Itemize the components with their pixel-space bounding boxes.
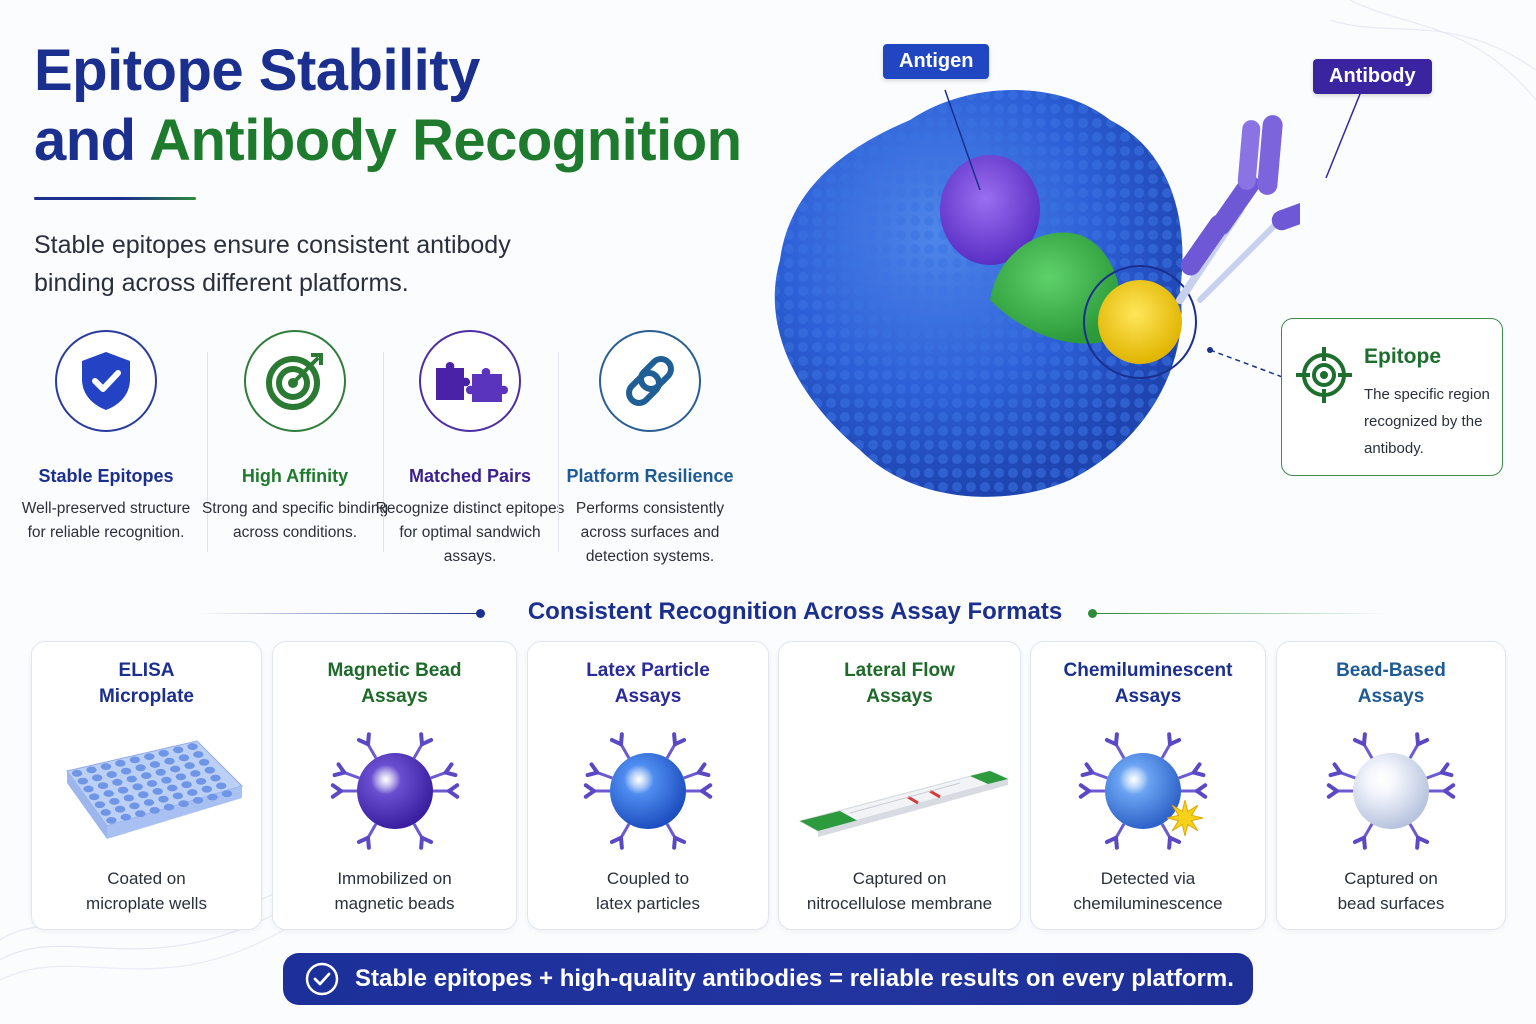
assay-title: Bead-Based Assays (1277, 658, 1505, 710)
chain-link-icon (599, 330, 701, 432)
assay-desc-line-2: bead surfaces (1337, 894, 1445, 913)
antigen-antibody-illustration (774, 89, 1300, 497)
assay-title-line-2: Assays (614, 686, 682, 707)
feature-platform-resilience: Platform Resilience Performs consistentl… (555, 330, 745, 569)
antigen-label: Antigen (883, 44, 990, 79)
assay-desc-line-1: Detected via (1100, 869, 1196, 888)
assay-desc: Immobilized on magnetic beads (273, 866, 516, 916)
feature-divider (207, 352, 208, 552)
title-line-2-part-1: and (34, 108, 150, 173)
assay-title: Latex Particle Assays (528, 658, 768, 710)
assay-title-line-2: Assays (1357, 686, 1425, 707)
title-underline (34, 197, 196, 200)
assay-desc-line-2: microplate wells (86, 894, 207, 913)
feature-stable-epitopes: Stable Epitopes Well-preserved structure… (11, 330, 201, 545)
assay-desc-line-1: Captured on (1344, 869, 1438, 888)
assay-title-line-1: Chemiluminescent (1063, 660, 1233, 681)
assay-card-chemiluminescent: Chemiluminescent Assays Detected via che… (1030, 641, 1266, 930)
bottom-banner: Stable epitopes + high-quality antibodie… (283, 953, 1253, 1005)
section-line-right (1096, 613, 1386, 614)
feature-matched-pairs: Matched Pairs Recognize distinct epitope… (375, 330, 565, 569)
feature-divider (558, 352, 559, 552)
assay-desc: Captured on bead surfaces (1277, 866, 1505, 916)
bead-based-icon (1277, 726, 1505, 856)
feature-high-affinity: High Affinity Strong and specific bindin… (200, 330, 390, 545)
feature-title: Platform Resilience (566, 466, 734, 486)
assay-title: Lateral Flow Assays (779, 658, 1020, 710)
feature-divider (383, 352, 384, 552)
assay-title-line-1: Magnetic Bead (327, 660, 462, 681)
feature-title: High Affinity (241, 466, 349, 486)
assay-card-bead-based: Bead-Based Assays Captured on bead surfa… (1276, 641, 1506, 930)
assay-title: ELISA Microplate (32, 658, 261, 710)
lateral-flow-strip-icon (779, 726, 1020, 856)
feature-title: Matched Pairs (408, 466, 532, 486)
assay-title-line-2: Microplate (98, 686, 195, 707)
assay-desc-line-2: nitrocellulose membrane (806, 894, 993, 913)
assay-desc-line-1: Coupled to (606, 869, 690, 888)
target-arrow-icon (244, 330, 346, 432)
section-dot-right (1088, 609, 1097, 618)
assay-desc-line-1: Immobilized on (337, 869, 452, 888)
assay-desc: Captured on nitrocellulose membrane (779, 866, 1020, 916)
assay-title-line-1: ELISA (118, 660, 175, 681)
target-crosshair-icon (1296, 347, 1352, 403)
background-waves-top (1330, 0, 1536, 101)
assay-title-line-1: Latex Particle (586, 660, 710, 681)
assay-card-latex-particle: Latex Particle Assays Coupled to latex p… (527, 641, 769, 930)
title-line-1: Epitope Stability (34, 38, 480, 103)
assay-card-elisa: ELISA Microplate Coated on microplate we… (31, 641, 262, 930)
feature-desc: Recognize distinct epitopes for optimal … (375, 500, 565, 565)
assay-card-lateral-flow: Lateral Flow Assays Captured on nitrocel… (778, 641, 1021, 930)
epitope-desc: The specific region recognized by the an… (1364, 386, 1490, 457)
epitope-title: Epitope (1364, 345, 1441, 368)
assay-card-magnetic-bead: Magnetic Bead Assays Immobilized on magn… (272, 641, 517, 930)
assay-title: Magnetic Bead Assays (273, 658, 516, 710)
magnetic-bead-icon (273, 726, 516, 856)
feature-desc: Strong and specific binding across condi… (201, 500, 389, 541)
assay-title-line-2: Assays (361, 686, 428, 707)
section-dot-left (476, 609, 485, 618)
assay-title-line-1: Bead-Based (1336, 660, 1446, 681)
feature-title: Stable Epitopes (38, 466, 174, 486)
page-title: Epitope Stability and Antibody Recogniti… (34, 36, 742, 176)
banner-text: Stable epitopes + high-quality antibodie… (355, 965, 1234, 992)
assay-desc: Detected via chemiluminescence (1031, 866, 1265, 916)
assay-desc: Coupled to latex particles (528, 866, 768, 916)
assay-desc: Coated on microplate wells (32, 866, 261, 916)
chemiluminescent-bead-icon (1031, 726, 1265, 856)
section-title: Consistent Recognition Across Assay Form… (527, 598, 1063, 625)
assay-desc-line-2: magnetic beads (334, 894, 455, 913)
feature-desc: Well-preserved structure for reliable re… (21, 500, 191, 541)
assay-title-line-2: Assays (1114, 686, 1182, 707)
title-line-2-part-2: Antibody Recognition (149, 108, 742, 173)
feature-desc: Performs consistently across surfaces an… (575, 500, 725, 565)
assay-desc-line-2: latex particles (596, 894, 700, 913)
assay-title: Chemiluminescent Assays (1031, 658, 1265, 710)
section-line-left (200, 613, 480, 614)
assay-title-line-2: Assays (866, 686, 933, 707)
assay-desc-line-2: chemiluminescence (1073, 894, 1223, 913)
assay-desc-line-1: Captured on (852, 869, 947, 888)
check-circle-icon (305, 962, 339, 996)
puzzle-icon (419, 330, 521, 432)
assay-title-line-1: Lateral Flow (844, 660, 955, 681)
subtitle: Stable epitopes ensure consistent antibo… (34, 231, 511, 297)
assay-desc-line-1: Coated on (107, 869, 186, 888)
antibody-label: Antibody (1313, 59, 1432, 94)
antibody-leader-line (1325, 94, 1361, 179)
microplate-icon (32, 726, 261, 856)
shield-check-icon (55, 330, 157, 432)
latex-particle-icon (528, 726, 768, 856)
epitope-callout: Epitope The specific region recognized b… (1281, 318, 1503, 476)
